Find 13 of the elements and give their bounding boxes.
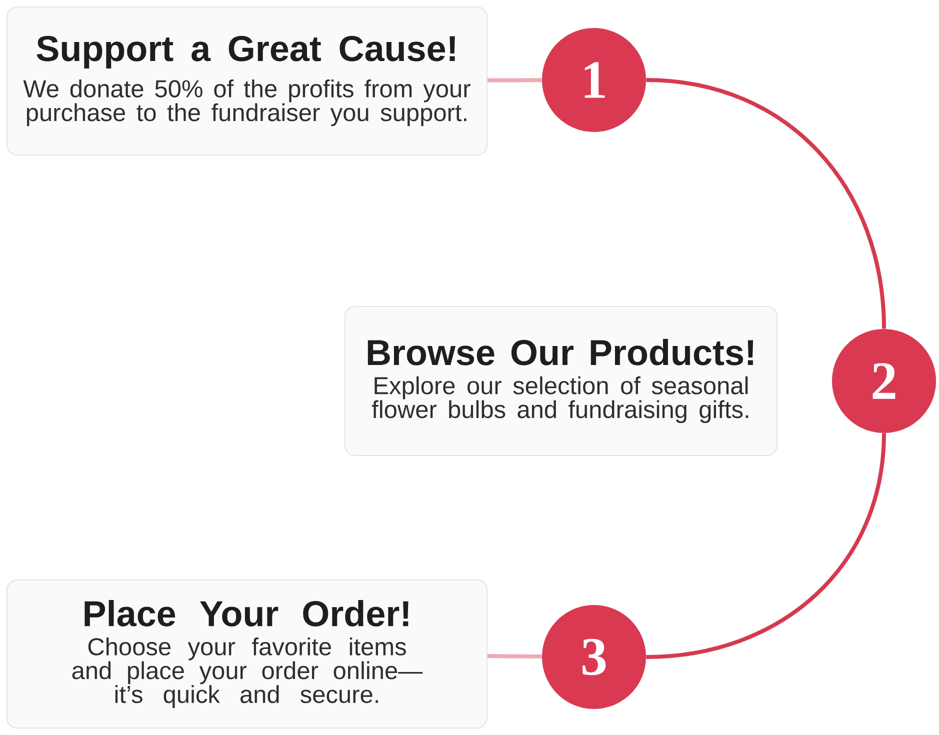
card-heading: Browse Our Products!	[368, 338, 754, 366]
card-text: We donate 50% of the profits from your purchase to the fundraiser you support.	[23, 79, 470, 126]
connector-line	[488, 78, 542, 82]
step-card	[6, 579, 488, 728]
card-heading: Place Your Order!	[84, 600, 408, 626]
step-card	[6, 6, 488, 156]
card-text: Explore our selection of seasonal flower bulbs and fundraising gifts.	[372, 376, 748, 424]
progress-arc	[646, 78, 886, 329]
card-text: Choose your favorite items and place your order online—it’s quick and secure.	[72, 637, 423, 708]
step-card	[344, 306, 778, 456]
connector-line	[488, 654, 542, 659]
card-heading: Support a Great Cause!	[36, 36, 455, 68]
progress-arc	[646, 433, 886, 659]
